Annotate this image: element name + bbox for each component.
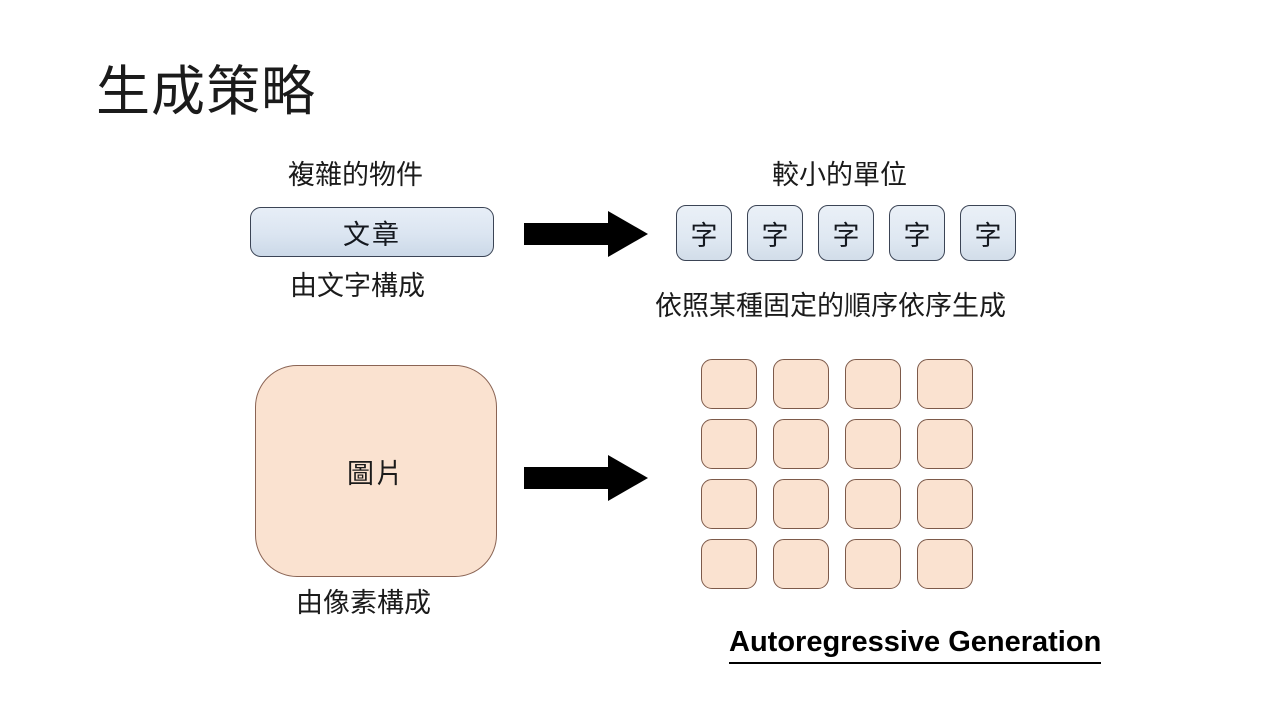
pixel-cell [701,359,757,409]
pixel-cell [917,419,973,469]
pixel-cell [701,419,757,469]
text-target-caption: 較小的單位 [772,160,907,190]
text-source-note: 由文字構成 [290,271,425,301]
token-box: 字 [960,205,1016,261]
text-target-note: 依照某種固定的順序依序生成 [655,291,1006,321]
pixel-cell [773,359,829,409]
article-box-label: 文章 [343,219,401,250]
page-title: 生成策略 [96,62,316,122]
pixel-cell [917,479,973,529]
pixel-cell [773,419,829,469]
pixel-cell [773,479,829,529]
pixel-cell [845,479,901,529]
pixel-cell [917,359,973,409]
pixel-grid [701,359,973,594]
token-label: 字 [690,220,718,251]
token-box: 字 [747,205,803,261]
image-source-note: 由像素構成 [296,588,431,618]
right-arrow-icon-text [524,211,648,257]
pixel-cell [917,539,973,589]
image-box: 圖片 [255,365,497,577]
pixel-cell [773,539,829,589]
token-box: 字 [889,205,945,261]
token-label: 字 [832,220,860,251]
pixel-cell [845,539,901,589]
article-box: 文章 [250,207,494,257]
image-box-label: 圖片 [347,458,405,489]
token-label: 字 [903,220,931,251]
text-source-caption: 複雜的物件 [288,160,423,190]
token-box: 字 [818,205,874,261]
pixel-cell [701,539,757,589]
pixel-cell [845,419,901,469]
token-label: 字 [974,220,1002,251]
footer-label: Autoregressive Generation [729,626,1102,664]
pixel-cell [845,359,901,409]
right-arrow-icon-image [524,455,648,501]
pixel-cell [701,479,757,529]
token-label: 字 [761,220,789,251]
token-box: 字 [676,205,732,261]
token-row: 字 字 字 字 字 [676,205,1016,261]
